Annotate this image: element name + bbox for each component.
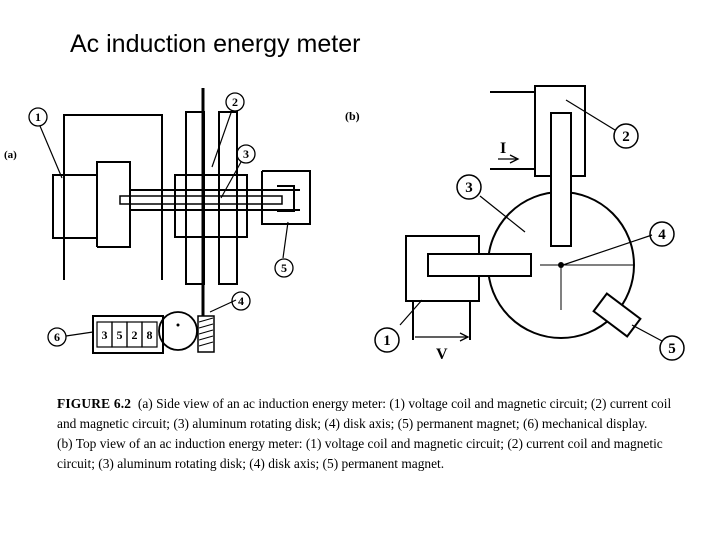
meter-diagrams: (a) bbox=[4, 85, 685, 363]
callout-label-a2: 2 bbox=[232, 95, 238, 109]
current-arrow bbox=[498, 154, 520, 164]
disk-axis-b bbox=[558, 262, 564, 268]
figure-caption: FIGURE 6.2 (a) Side view of an ac induct… bbox=[57, 394, 697, 474]
permanent-magnet-a bbox=[261, 170, 311, 225]
panel-label-a: (a) bbox=[4, 149, 17, 161]
caption-line-text: (a) Side view of an ac induction energy … bbox=[137, 396, 672, 411]
caption-line: FIGURE 6.2 (a) Side view of an ac induct… bbox=[57, 394, 697, 414]
callout-label-a6: 6 bbox=[54, 330, 60, 344]
callout-label-a3: 3 bbox=[243, 147, 249, 161]
current-label: I bbox=[500, 140, 506, 157]
callout-label-b2: 2 bbox=[622, 129, 630, 145]
voltage-label: V bbox=[436, 346, 448, 363]
callout-label-b4: 4 bbox=[658, 227, 666, 243]
display-digit: 5 bbox=[117, 328, 123, 342]
display-digit: 8 bbox=[147, 328, 153, 342]
callout-label-b5: 5 bbox=[668, 341, 676, 357]
caption-line: (b) Top view of an ac induction energy m… bbox=[57, 436, 663, 451]
current-coil-core-a bbox=[174, 111, 248, 285]
callout-label-b3: 3 bbox=[465, 180, 473, 196]
caption-line: circuit; (3) aluminum rotating disk; (4)… bbox=[57, 456, 445, 471]
page-title: Ac induction energy meter bbox=[70, 30, 361, 58]
figure-label: FIGURE 6.2 bbox=[57, 396, 132, 411]
display-digit: 3 bbox=[102, 328, 108, 342]
callout-label-a4: 4 bbox=[238, 294, 244, 308]
aluminum-disk-a bbox=[119, 195, 283, 205]
voltage-coil-core-a bbox=[52, 114, 300, 280]
callout-label-b1: 1 bbox=[383, 333, 391, 349]
callout-label-a5: 5 bbox=[281, 261, 287, 275]
caption-line: and magnetic circuit; (3) aluminum rotat… bbox=[57, 416, 648, 431]
voltage-coil-b bbox=[405, 235, 532, 340]
worm-gear-a bbox=[197, 315, 215, 353]
callout-label-a1: 1 bbox=[35, 110, 41, 124]
panel-label-b: (b) bbox=[345, 109, 360, 123]
display-digit: 2 bbox=[132, 328, 138, 342]
voltage-arrow bbox=[415, 332, 470, 342]
current-coil-b bbox=[490, 85, 586, 247]
mechanical-display-a bbox=[92, 311, 198, 354]
permanent-magnet-b bbox=[592, 292, 642, 338]
